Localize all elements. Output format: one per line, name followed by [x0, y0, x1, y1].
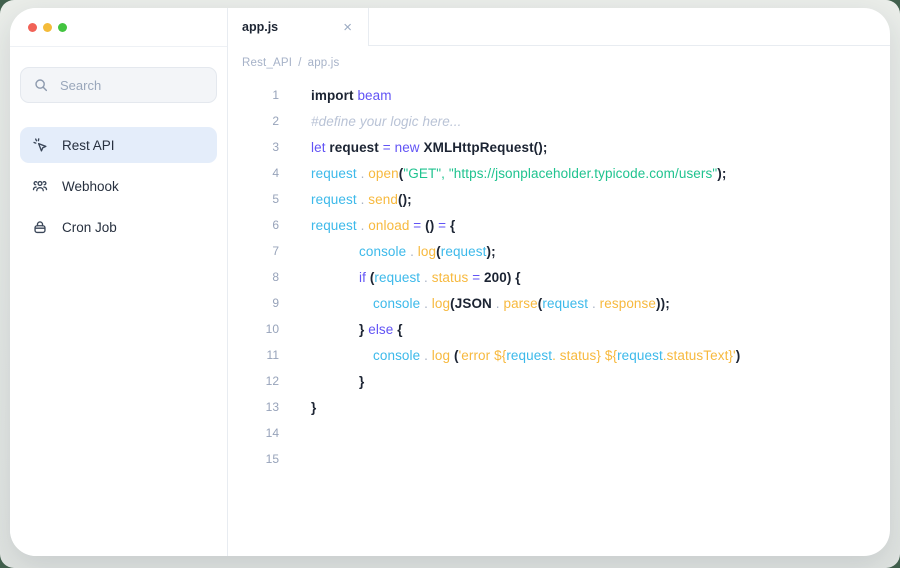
code-text: request . open("GET", "https://jsonplace… [311, 165, 727, 181]
cursor-click-icon [31, 136, 49, 154]
window-controls [10, 8, 227, 47]
code-line[interactable]: 1 import beam [228, 82, 890, 108]
code-text: } else { [359, 321, 403, 337]
sidebar-item-webhook[interactable]: Webhook [20, 168, 217, 204]
search-icon [33, 77, 49, 93]
code-text: import beam [311, 87, 392, 103]
code-text: request . send(); [311, 191, 412, 207]
line-number: 8 [272, 270, 279, 284]
sidebar-item-rest-api[interactable]: Rest API [20, 127, 217, 163]
code-line[interactable]: 10 } else { [228, 316, 890, 342]
code-line[interactable]: 3 let request = new XMLHttpRequest(); [228, 134, 890, 160]
traffic-light-minimize-icon[interactable] [43, 22, 52, 32]
code-line[interactable]: 6 request . onload = () = { [228, 212, 890, 238]
sidebar-item-label: Cron Job [62, 219, 117, 235]
code-line[interactable]: 2 #define your logic here... [228, 108, 890, 134]
code-text: } [359, 373, 365, 389]
sidebar-item-cron-job[interactable]: Cron Job [20, 209, 217, 245]
breadcrumb-file[interactable]: app.js [307, 57, 340, 69]
code-lines: 1 import beam 2 #define your logic here... 3… [228, 82, 890, 472]
code-editor[interactable]: 1 import beam 2 #define your logic here... 3… [228, 69, 890, 472]
sidebar-item-label: Webhook [62, 178, 119, 194]
breadcrumb-separator: / [298, 57, 302, 69]
breadcrumb: Rest_API / app.js [228, 46, 890, 69]
code-line[interactable]: 11 console . log ('error ${request. statu… [228, 342, 890, 368]
code-line[interactable]: 15 [228, 446, 890, 472]
line-number: 3 [272, 140, 279, 154]
editor-pane: app.js × Rest_API / app.js 1 import beam 2… [228, 8, 890, 556]
code-text: #define your logic here... [311, 113, 462, 129]
code-text: } [311, 399, 317, 415]
code-text: console . log(JSON . parse(request . res… [373, 295, 670, 311]
code-line[interactable]: 4 request . open("GET", "https://jsonplac… [228, 160, 890, 186]
code-line[interactable]: 13} [228, 394, 890, 420]
code-line[interactable]: 8 if (request . status = 200) { [228, 264, 890, 290]
sidebar-item-label: Rest API [62, 137, 115, 153]
code-line[interactable]: 5 request . send(); [228, 186, 890, 212]
code-line[interactable]: 14 [228, 420, 890, 446]
line-number: 9 [272, 296, 279, 310]
users-icon [31, 177, 49, 195]
tab-app-js[interactable]: app.js × [228, 8, 369, 46]
line-number: 4 [272, 166, 279, 180]
code-line[interactable]: 12} [228, 368, 890, 394]
line-number: 1 [272, 88, 279, 102]
search-input[interactable] [58, 76, 204, 94]
tab-label: app.js [242, 20, 279, 34]
line-number: 5 [272, 192, 279, 206]
line-number: 15 [265, 452, 279, 466]
line-number: 13 [265, 400, 279, 414]
code-text: if (request . status = 200) { [359, 269, 521, 285]
code-text: console . log ('error ${request. status}… [373, 347, 741, 363]
code-text: let request = new XMLHttpRequest(); [311, 139, 548, 155]
app-window: Rest API Webhook [10, 8, 890, 556]
code-text: console . log(request); [359, 243, 496, 259]
line-number: 10 [265, 322, 279, 336]
breadcrumb-folder[interactable]: Rest_API [242, 57, 293, 69]
tab-bar: app.js × [228, 8, 890, 46]
tab-bar-empty-space [369, 8, 890, 46]
lock-icon [31, 218, 49, 236]
search-box[interactable] [20, 67, 217, 103]
line-number: 7 [272, 244, 279, 258]
code-text: request . onload = () = { [311, 217, 456, 233]
line-number: 6 [272, 218, 279, 232]
line-number: 14 [265, 426, 279, 440]
code-line[interactable]: 9 console . log(JSON . parse(request . re… [228, 290, 890, 316]
traffic-light-close-icon[interactable] [28, 22, 37, 32]
line-number: 11 [266, 348, 279, 362]
close-icon[interactable]: × [343, 18, 352, 36]
code-line[interactable]: 7 console . log(request); [228, 238, 890, 264]
line-number: 2 [272, 114, 279, 128]
line-number: 12 [265, 374, 279, 388]
sidebar: Rest API Webhook [10, 8, 228, 556]
traffic-light-zoom-icon[interactable] [58, 22, 67, 32]
